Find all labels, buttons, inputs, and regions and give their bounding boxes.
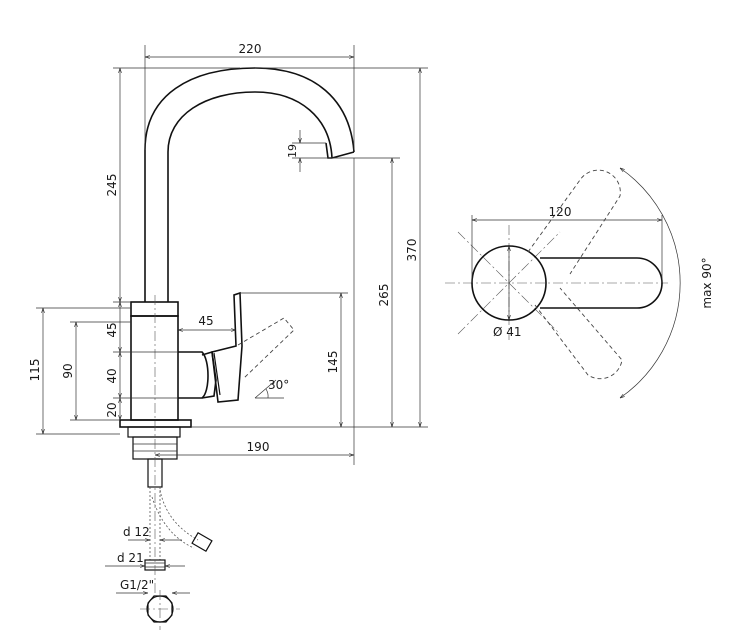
- nut-bottom-hex: [147, 595, 173, 623]
- dim-thread-size: G1/2": [120, 578, 154, 592]
- supply-hose-left: [149, 487, 161, 560]
- dim-lever-base: 40: [105, 368, 119, 383]
- base-plate: [119, 419, 192, 428]
- dim-outlet-height: 19: [286, 144, 299, 158]
- supply-hose-right: [151, 489, 199, 549]
- mounting-shank: [127, 426, 181, 438]
- dim-spout-reach: 220: [239, 42, 262, 56]
- spout-inner-curve: [167, 91, 333, 302]
- faucet-front-view: [119, 67, 355, 630]
- dim-lever-angle: 30°: [268, 378, 289, 392]
- lever-housing: [178, 351, 209, 399]
- dim-body-diameter: Ø 41: [493, 325, 522, 339]
- spout-outer-curve: [144, 67, 355, 302]
- lever-rotated-outline: [237, 317, 295, 379]
- lever-crease: [213, 352, 221, 396]
- dim-lever-length: 120: [549, 205, 572, 219]
- faucet-top-view: max 90° 120 Ø 41: [445, 168, 714, 398]
- dim-body-height: 115: [28, 359, 42, 382]
- dim-total-height: 370: [405, 239, 419, 262]
- dim-outlet-clearance: 265: [377, 284, 391, 307]
- hose-fitting-right: [191, 531, 213, 553]
- body-cylinder: [130, 315, 179, 421]
- body-collar: [130, 301, 179, 317]
- dim-fitting-diameter: d 21: [117, 551, 144, 565]
- lever-handle: [211, 291, 243, 403]
- top-lever-rotated-down: [534, 287, 623, 380]
- dim-base-to-outlet: 190: [247, 440, 270, 454]
- dim-handle-height: 145: [326, 351, 340, 374]
- dim-spout-height: 245: [105, 174, 119, 197]
- dim-body-mid: 90: [61, 363, 75, 378]
- dim-rotation: max 90°: [700, 257, 714, 308]
- dim-base: 20: [105, 402, 119, 417]
- lever-neck: [201, 350, 217, 399]
- dim-hose-diameter: d 12: [123, 525, 150, 539]
- dim-collar: 45: [105, 322, 119, 337]
- front-dimensions: 220 245 370 19 265 145 45 190: [28, 42, 428, 593]
- dim-handle-offset: 45: [198, 314, 213, 328]
